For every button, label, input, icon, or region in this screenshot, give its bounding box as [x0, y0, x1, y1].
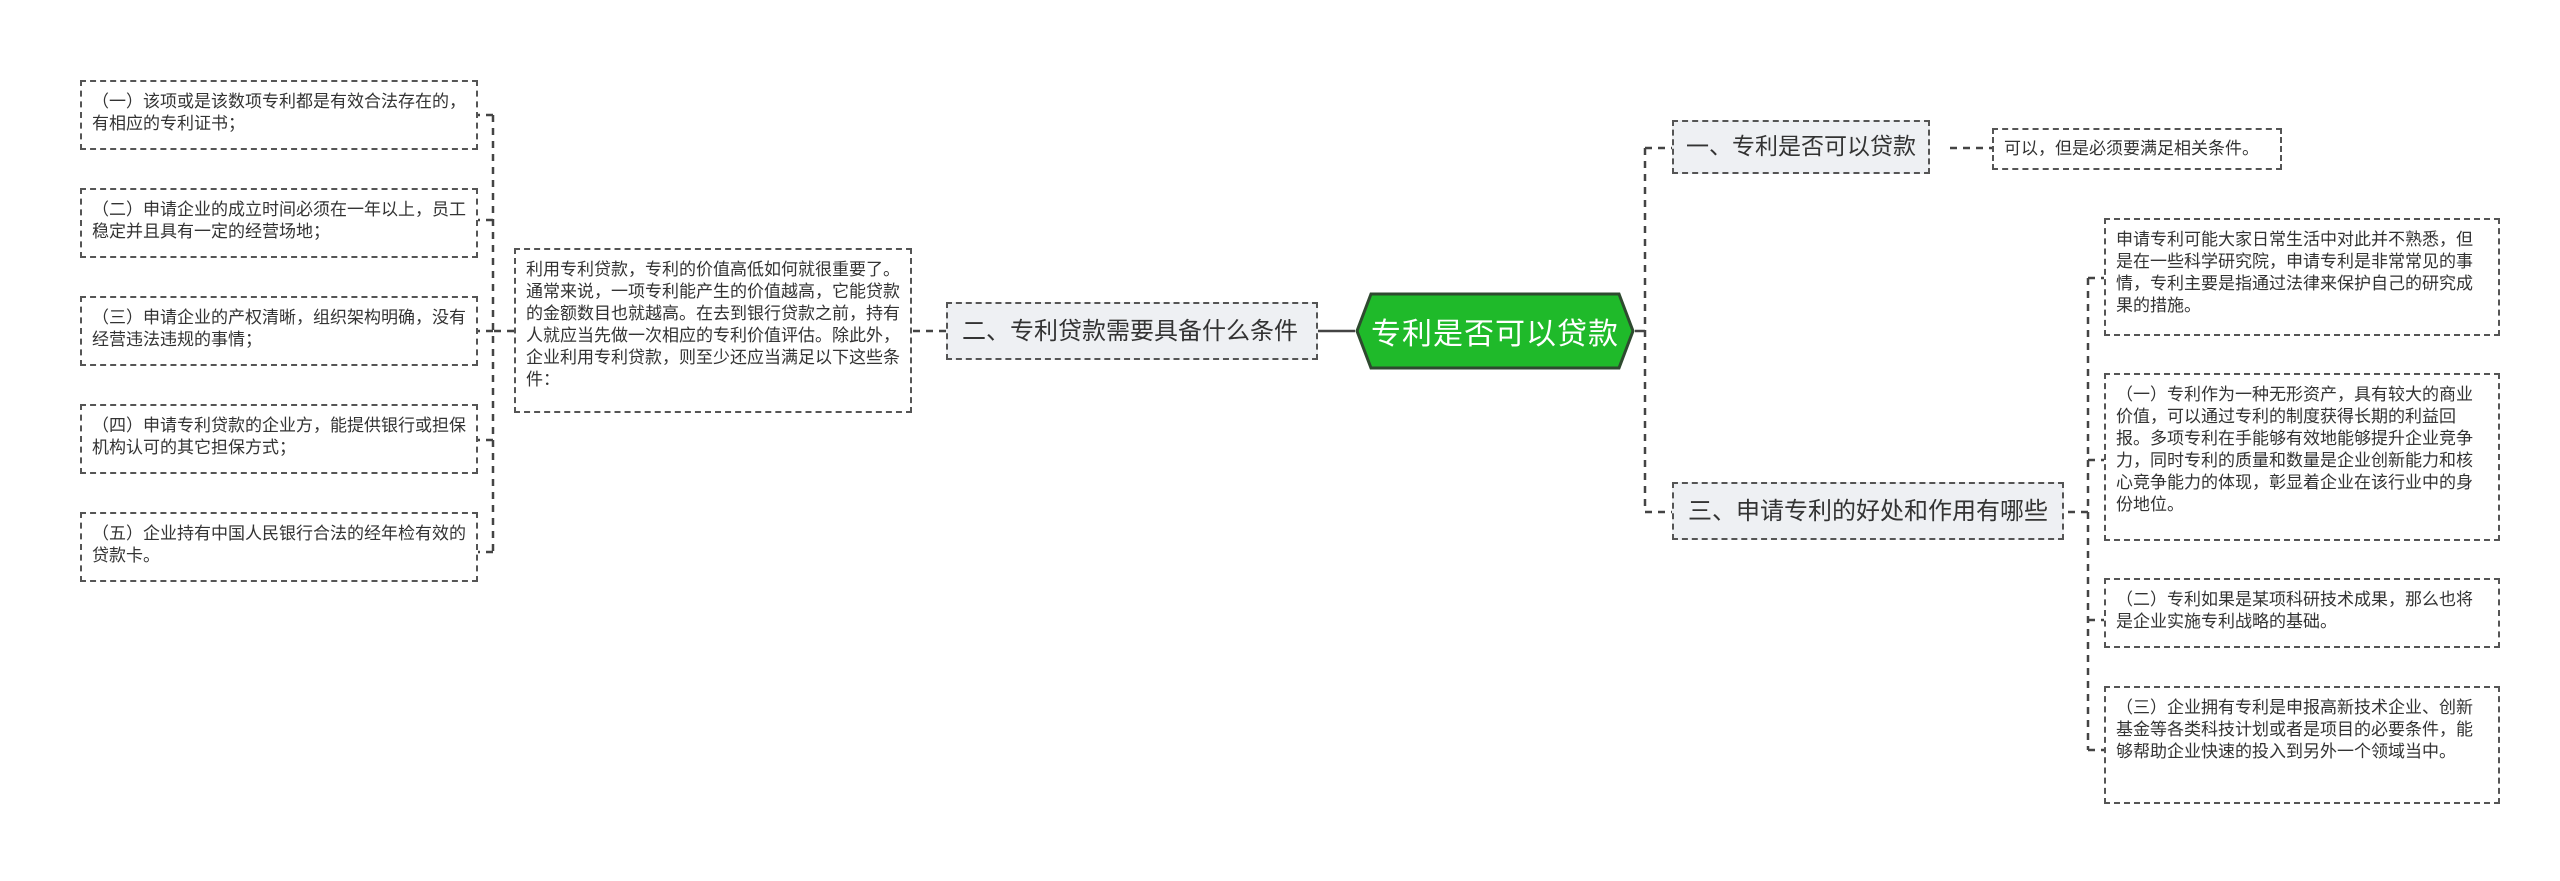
branch-three[interactable]: 三、申请专利的好处和作用有哪些: [1672, 482, 2064, 540]
benefit-1[interactable]: （一）专利作为一种无形资产，具有较大的商业价值，可以通过专利的制度获得长期的利益…: [2104, 373, 2500, 541]
condition-2[interactable]: （二）申请企业的成立时间必须在一年以上，员工稳定并且具有一定的经营场地；: [80, 188, 478, 258]
branch-one[interactable]: 一、专利是否可以贷款: [1672, 120, 1930, 174]
benefit-3[interactable]: （三）企业拥有专利是申报高新技术企业、创新基金等各类科技计划或者是项目的必要条件…: [2104, 686, 2500, 804]
hexagon-shape: [1355, 292, 1635, 370]
branch-two-intro[interactable]: 利用专利贷款，专利的价值高低如何就很重要了。通常来说，一项专利能产生的价值越高，…: [514, 248, 912, 413]
benefit-2[interactable]: （二）专利如果是某项科研技术成果，那么也将是企业实施专利战略的基础。: [2104, 578, 2500, 648]
benefit-intro[interactable]: 申请专利可能大家日常生活中对此并不熟悉，但是在一些科学研究院，申请专利是非常常见…: [2104, 218, 2500, 336]
condition-4[interactable]: （四）申请专利贷款的企业方，能提供银行或担保机构认可的其它担保方式；: [80, 404, 478, 474]
branch-one-child[interactable]: 可以，但是必须要满足相关条件。: [1992, 128, 2282, 170]
branch-two-label: 二、专利贷款需要具备什么条件: [962, 317, 1298, 345]
root-label: 专利是否可以贷款: [1371, 317, 1619, 352]
branch-three-label: 三、申请专利的好处和作用有哪些: [1688, 497, 2048, 525]
root-node[interactable]: 专利是否可以贷款: [1355, 292, 1635, 370]
branch-one-label: 一、专利是否可以贷款: [1686, 134, 1916, 160]
condition-3[interactable]: （三）申请企业的产权清晰，组织架构明确，没有经营违法违规的事情；: [80, 296, 478, 366]
condition-5[interactable]: （五）企业持有中国人民银行合法的经年检有效的贷款卡。: [80, 512, 478, 582]
condition-1[interactable]: （一）该项或是该数项专利都是有效合法存在的，有相应的专利证书；: [80, 80, 478, 150]
branch-two[interactable]: 二、专利贷款需要具备什么条件: [946, 302, 1318, 360]
